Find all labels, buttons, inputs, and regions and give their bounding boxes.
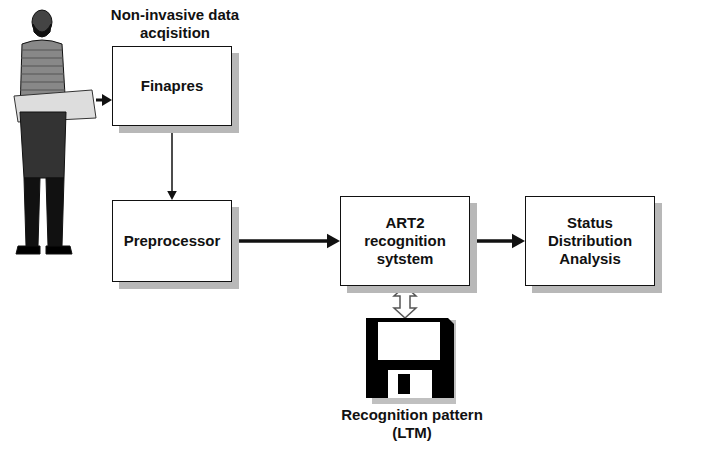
floppy-disk: Recognition pattern (LTM) (325, 318, 499, 442)
connector-arrow (167, 126, 177, 200)
box-label: ART2 recognition sytstem (347, 214, 463, 268)
process-box: Status Distribution Analysis (525, 196, 655, 286)
box-label: Finapres (141, 77, 204, 95)
input-arrow (96, 94, 112, 106)
person-figure (14, 10, 96, 254)
process-box: Preprocessor (112, 200, 232, 282)
floppy-icon (362, 318, 462, 404)
connector-arrow (470, 234, 525, 248)
box-label: Status Distribution Analysis (532, 214, 648, 268)
process-box: ART2 recognition sytstem (340, 196, 470, 286)
disk-caption: Recognition pattern (LTM) (325, 406, 499, 442)
connector-arrow (394, 286, 416, 318)
box-label: Preprocessor (124, 232, 221, 250)
stage-label: Non-invasive data acqisition (100, 6, 250, 42)
device-box: Finapres (112, 46, 232, 126)
connector-arrow (232, 234, 340, 248)
